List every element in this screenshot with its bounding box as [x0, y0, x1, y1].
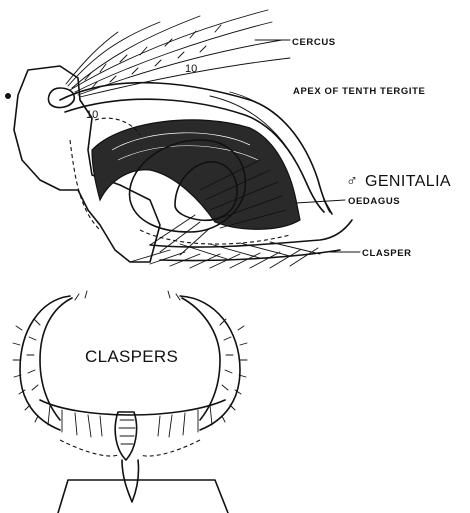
genitalia-label: GENITALIA [365, 173, 451, 190]
oedagus-label: OEDAGUS [348, 196, 400, 207]
cercus-bristles [66, 10, 290, 97]
segment-ten-top: 10 [185, 63, 197, 75]
claspers-view [13, 291, 247, 513]
segment-ten-left: 10 [86, 109, 98, 121]
lateral-view [5, 10, 360, 268]
apex-label: APEX OF TENTH TERGITE [293, 86, 425, 97]
male-symbol: ♂ [346, 173, 358, 190]
cercus-label: CERCUS [292, 37, 336, 48]
clasper-label: CLASPER [362, 248, 412, 259]
claspers-label: CLASPERS [85, 347, 178, 366]
